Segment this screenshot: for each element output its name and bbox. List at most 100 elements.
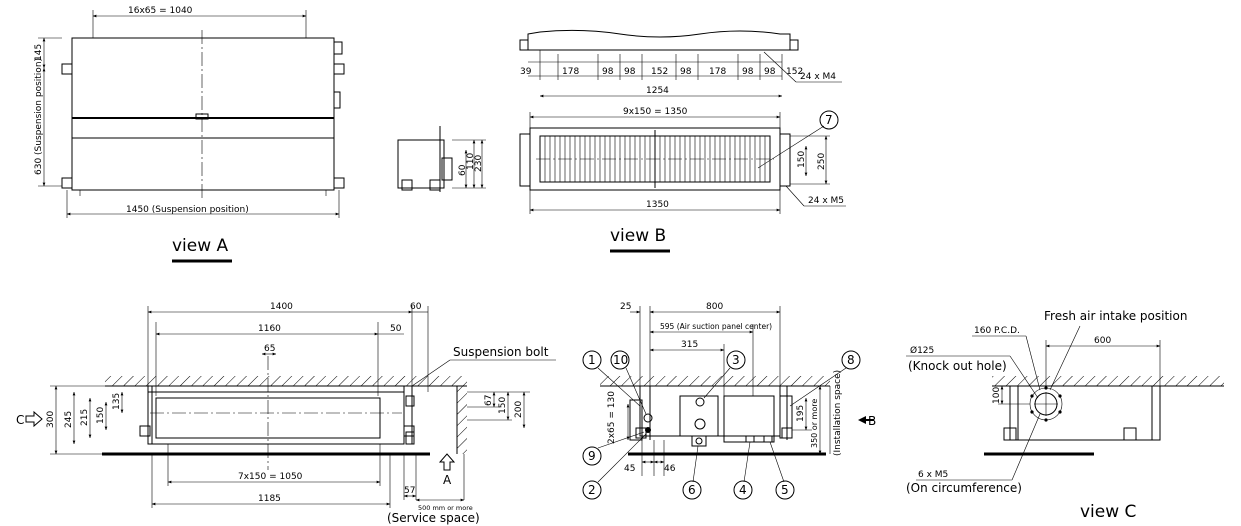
side-dim-25: 25: [620, 302, 631, 312]
arrow-c-icon: [25, 410, 43, 428]
callout-8-label: 8: [847, 353, 855, 367]
side-install-mm: 350 or more: [810, 399, 819, 448]
view-c-dia: Ø125: [910, 345, 934, 356]
front-ceiling-hatch: [105, 376, 467, 386]
front-view: 1400 60 1160 50 65 Suspension bolt 300 2…: [16, 302, 556, 525]
view-b-dim: 98: [624, 67, 636, 77]
side-dim-46: 46: [664, 464, 676, 474]
front-dim-215: 215: [80, 409, 90, 426]
front-dim-60: 60: [410, 302, 422, 312]
arrow-c-label: C: [16, 413, 24, 427]
side-air-suction: 595 (Air suction panel center): [660, 322, 772, 331]
callout-5-label: 5: [781, 483, 789, 497]
view-c-unit-body: [1009, 385, 1161, 441]
view-c-bolts: 6 x M5: [918, 470, 948, 480]
view-a-top-dim: 16x65 = 1040: [128, 6, 193, 16]
front-dim-150: 150: [96, 407, 106, 424]
view-b-dim-1350: 1350: [646, 200, 669, 210]
fresh-air-label: Fresh air intake position: [1044, 309, 1187, 323]
view-c-ceiling-hatch: [992, 376, 1224, 386]
view-a-bracket: [61, 63, 73, 75]
view-b-dim: 178: [562, 67, 579, 77]
side-dim-45: 45: [624, 464, 635, 474]
view-a-title: view A: [172, 236, 229, 256]
front-dim-135: 135: [112, 393, 122, 410]
view-b-title: view B: [610, 226, 666, 246]
side-dim-130: 2x65 = 130: [607, 391, 617, 444]
view-b-side-60: 60: [458, 164, 468, 176]
view-b-dim: 98: [602, 67, 614, 77]
callout-6-label: 6: [688, 483, 696, 497]
side-install-space: (Installation space): [833, 370, 843, 456]
callout-6: [682, 480, 702, 500]
knock-out-label: (Knock out hole): [908, 359, 1007, 373]
view-c-pcd: 160 P.C.D.: [974, 326, 1020, 336]
callout-2: [582, 480, 602, 500]
callout-8: [841, 350, 861, 370]
view-b-dim: 39: [520, 67, 532, 77]
callout-7: [819, 110, 839, 130]
view-a: 16x65 = 1040 145 630 (Suspension positio…: [34, 6, 345, 263]
side-view: 25 800 595 (Air suction panel center) 31…: [582, 302, 876, 500]
view-b-m5-label: 24 x M5: [808, 196, 844, 206]
front-side-200: 200: [514, 401, 524, 418]
callout-3: [726, 350, 746, 370]
arrow-b-label: B: [868, 414, 876, 428]
side-dim-800: 800: [706, 302, 723, 312]
side-unit-body: [639, 385, 781, 437]
front-unit-body: [147, 391, 405, 445]
side-dim-195: 195: [796, 405, 806, 422]
callout-10-label: 10: [613, 353, 628, 367]
view-a-body: [71, 37, 335, 191]
view-b-dim-1254: 1254: [646, 86, 669, 96]
view-b-grille: 60 110 230 9x150 = 135: [397, 107, 846, 253]
callout-3-label: 3: [732, 353, 740, 367]
callout-9-label: 9: [588, 449, 596, 463]
arrow-a-label: A: [443, 473, 452, 487]
view-a-dim-1450: 1450 (Suspension position): [126, 205, 249, 215]
view-b-dim: 152: [786, 67, 803, 77]
suspension-bolt-label: Suspension bolt: [453, 345, 549, 359]
callout-7-label: 7: [825, 113, 833, 127]
callout-1-label: 1: [588, 353, 596, 367]
view-b-dim: 98: [680, 67, 692, 77]
front-side-67: 67: [484, 395, 494, 406]
view-c-dim-100: 100: [992, 387, 1002, 404]
view-b-side-110: 110: [466, 153, 476, 170]
front-dim-1050: 7x150 = 1050: [238, 472, 303, 482]
view-b-top: 39 178 98 98 152 98 178 98 98 152 1254 2…: [519, 29, 842, 98]
callout-2-label: 2: [588, 483, 596, 497]
view-a-bracket: [61, 177, 73, 189]
view-a-bracket: [333, 177, 345, 189]
view-b-m4-label: 24 x M4: [800, 72, 836, 82]
front-dim-1400: 1400: [270, 302, 293, 312]
callout-4: [733, 480, 753, 500]
side-ceiling-hatch: [600, 376, 830, 386]
service-space-label: (Service space): [387, 511, 480, 525]
front-dim-300: 300: [46, 411, 56, 428]
view-b-dim: 98: [764, 67, 776, 77]
circumference-label: (On circumference): [906, 481, 1022, 495]
view-a-dim-145: 145: [34, 44, 44, 61]
front-dim-57: 57: [404, 486, 415, 496]
front-dim-1160: 1160: [258, 324, 281, 334]
view-b-dim: 178: [709, 67, 726, 77]
view-c-dim-600: 600: [1094, 336, 1111, 346]
view-b-side-230: 230: [474, 155, 484, 172]
front-dim-50: 50: [390, 324, 402, 334]
front-dim-245: 245: [64, 411, 74, 428]
front-dim-1185: 1185: [258, 494, 281, 504]
view-c-title: view C: [1080, 502, 1136, 522]
side-dim-315: 315: [681, 340, 698, 350]
callout-5: [775, 480, 795, 500]
view-b-dim: 98: [742, 67, 754, 77]
service-mm-label: 500 mm or more: [418, 504, 473, 512]
view-b-dim-pitch: 9x150 = 1350: [623, 107, 688, 117]
view-b-dim: 152: [651, 67, 668, 77]
callout-9: [582, 446, 602, 466]
callout-4-label: 4: [739, 483, 747, 497]
view-b-dim-250: 250: [817, 153, 827, 170]
arrow-a-icon: [438, 453, 456, 471]
view-b-dim-150: 150: [797, 151, 807, 168]
